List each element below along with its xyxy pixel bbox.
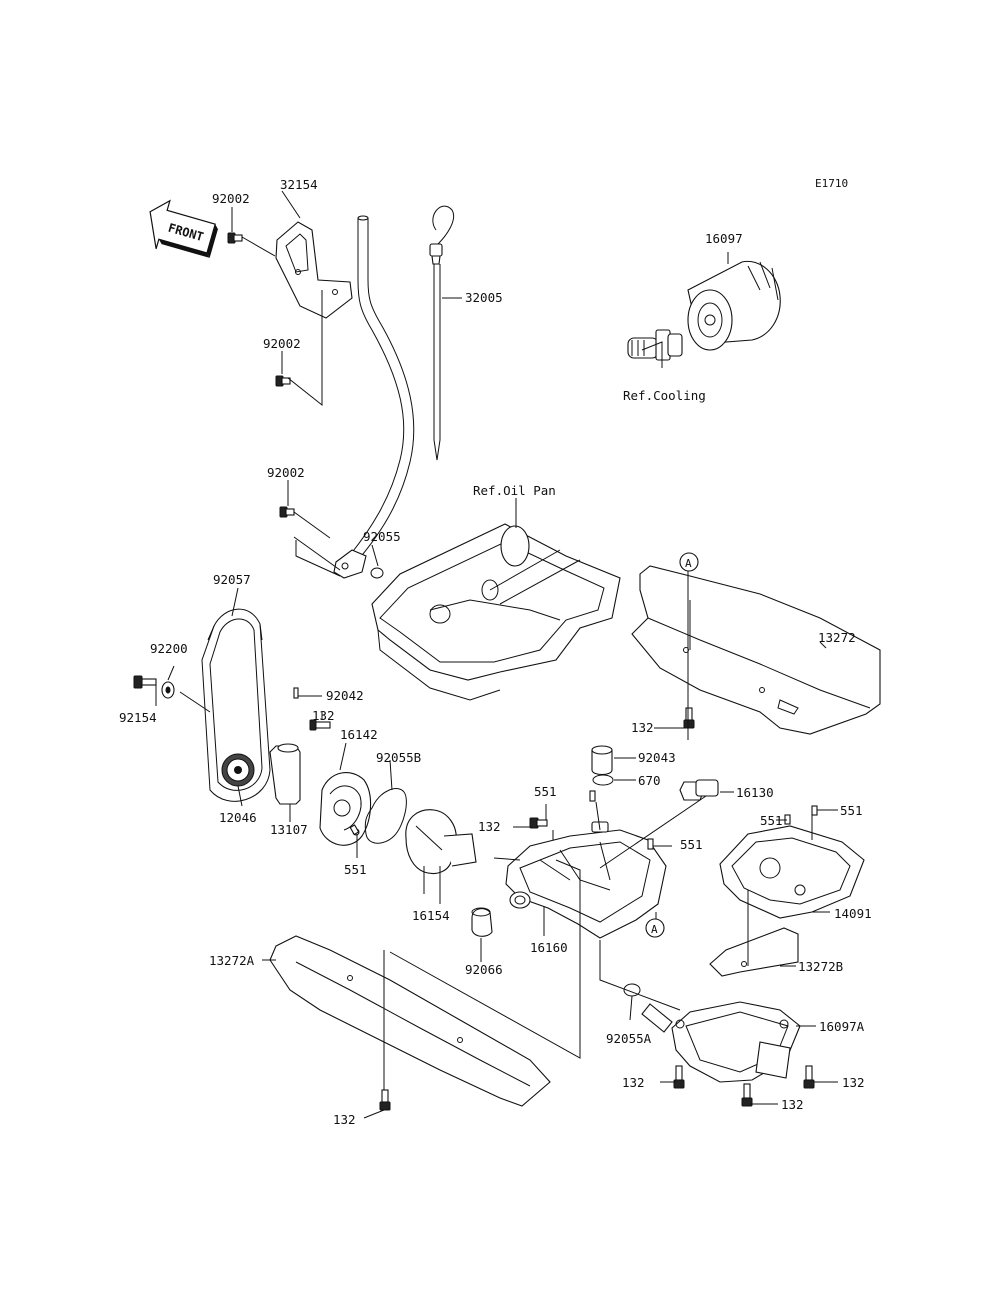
svg-text:A: A [651,923,658,936]
part-132-bolt-cooler-2 [803,1065,815,1089]
label-92002-c: 92002 [267,465,305,480]
part-13272-gasket [631,565,881,735]
part-92002-bolt-2 [275,375,291,387]
label-92066: 92066 [465,962,503,977]
part-132-bolt-gasket-bottom [379,1089,391,1111]
label-551-e: 551 [840,803,863,818]
label-92042: 92042 [326,688,364,703]
part-14091-cover [719,825,865,919]
label-92154: 92154 [119,710,157,725]
label-13272b: 13272B [798,959,843,974]
label-132-g: 132 [333,1112,356,1127]
label-551-c: 551 [680,837,703,852]
label-16097a: 16097A [819,1019,865,1034]
ref-oil-pan-label: Ref.Oil Pan [473,483,556,498]
part-32005-dipstick [429,205,454,461]
label-132-e: 132 [842,1075,865,1090]
part-132-bolt-cooler-1 [673,1065,685,1089]
dipstick-tube [333,215,415,579]
part-551-pin-1 [589,790,596,802]
part-670-oring [592,774,614,786]
label-16130: 16130 [736,785,774,800]
leader-lines [155,190,838,1119]
part-551-pin-4 [811,805,818,816]
label-16154: 16154 [412,908,450,923]
label-14091: 14091 [834,906,872,921]
part-92042-pin [293,687,299,699]
part-132-bolt-pump [309,719,331,731]
part-92055-oring [370,567,384,579]
part-132-bolt-cooler-3 [741,1083,753,1107]
cooling-fitting [627,329,683,361]
label-92002-b: 92002 [263,336,301,351]
section-mark-a-1: A [679,552,699,572]
label-92057: 92057 [213,572,251,587]
part-92043-collar [591,745,613,776]
part-16130-switch [679,779,719,801]
part-92002-bolt-3 [279,506,295,518]
label-551-d: 551 [760,813,783,828]
part-13107-shaft [269,743,301,805]
part-92002-bolt-1 [227,232,243,244]
label-132-b: 132 [631,720,654,735]
label-92002-a: 92002 [212,191,250,206]
label-551-b: 551 [534,784,557,799]
part-16097a-cooler [641,1001,801,1083]
label-13107: 13107 [270,822,308,837]
label-13272a: 13272A [209,953,255,968]
label-32005: 32005 [465,290,503,305]
part-551-pin-pump [349,824,360,836]
section-mark-a-2: A [645,918,665,938]
part-92057-chain [201,608,271,802]
part-13272b-gasket [709,927,799,977]
label-670: 670 [638,773,661,788]
label-12046: 12046 [219,810,257,825]
part-13272a-gasket [269,935,551,1107]
part-92055b-gasket [364,788,407,844]
part-132-bolt-housing [529,817,548,829]
part-12046-sprocket [221,753,255,787]
label-551-a: 551 [344,862,367,877]
label-92055b: 92055B [376,750,421,765]
part-92154-bolt [133,675,157,689]
diagram-code: E1710 [815,177,848,190]
label-132-a: 132 [312,708,335,723]
label-92043: 92043 [638,750,676,765]
part-16160-housing [505,821,667,939]
front-arrow-icon: FRONT [149,199,218,258]
label-32154: 32154 [280,177,318,192]
label-132-d: 132 [622,1075,645,1090]
part-16154-strainer [405,809,477,875]
part-92200-washer [161,681,175,699]
label-132-f: 132 [781,1097,804,1112]
label-92055: 92055 [363,529,401,544]
part-16142-oil-pump [319,772,372,846]
label-92200: 92200 [150,641,188,656]
label-16142: 16142 [340,727,378,742]
part-132-bolt-gasket-top [683,707,695,729]
ref-cooling-label: Ref.Cooling [623,388,706,403]
svg-text:A: A [685,557,692,570]
label-132-c: 132 [478,819,501,834]
part-92066-plug [471,907,493,937]
part-16097-oil-filter [687,260,781,351]
label-13272: 13272 [818,630,856,645]
label-16097: 16097 [705,231,743,246]
part-32154-bracket [275,221,353,319]
oil-pan [371,523,621,701]
part-551-pin-2 [647,838,654,850]
label-16160: 16160 [530,940,568,955]
part-labels: 92002 32154 92002 32005 16097 92002 9205… [119,177,872,1127]
label-92055a: 92055A [606,1031,652,1046]
